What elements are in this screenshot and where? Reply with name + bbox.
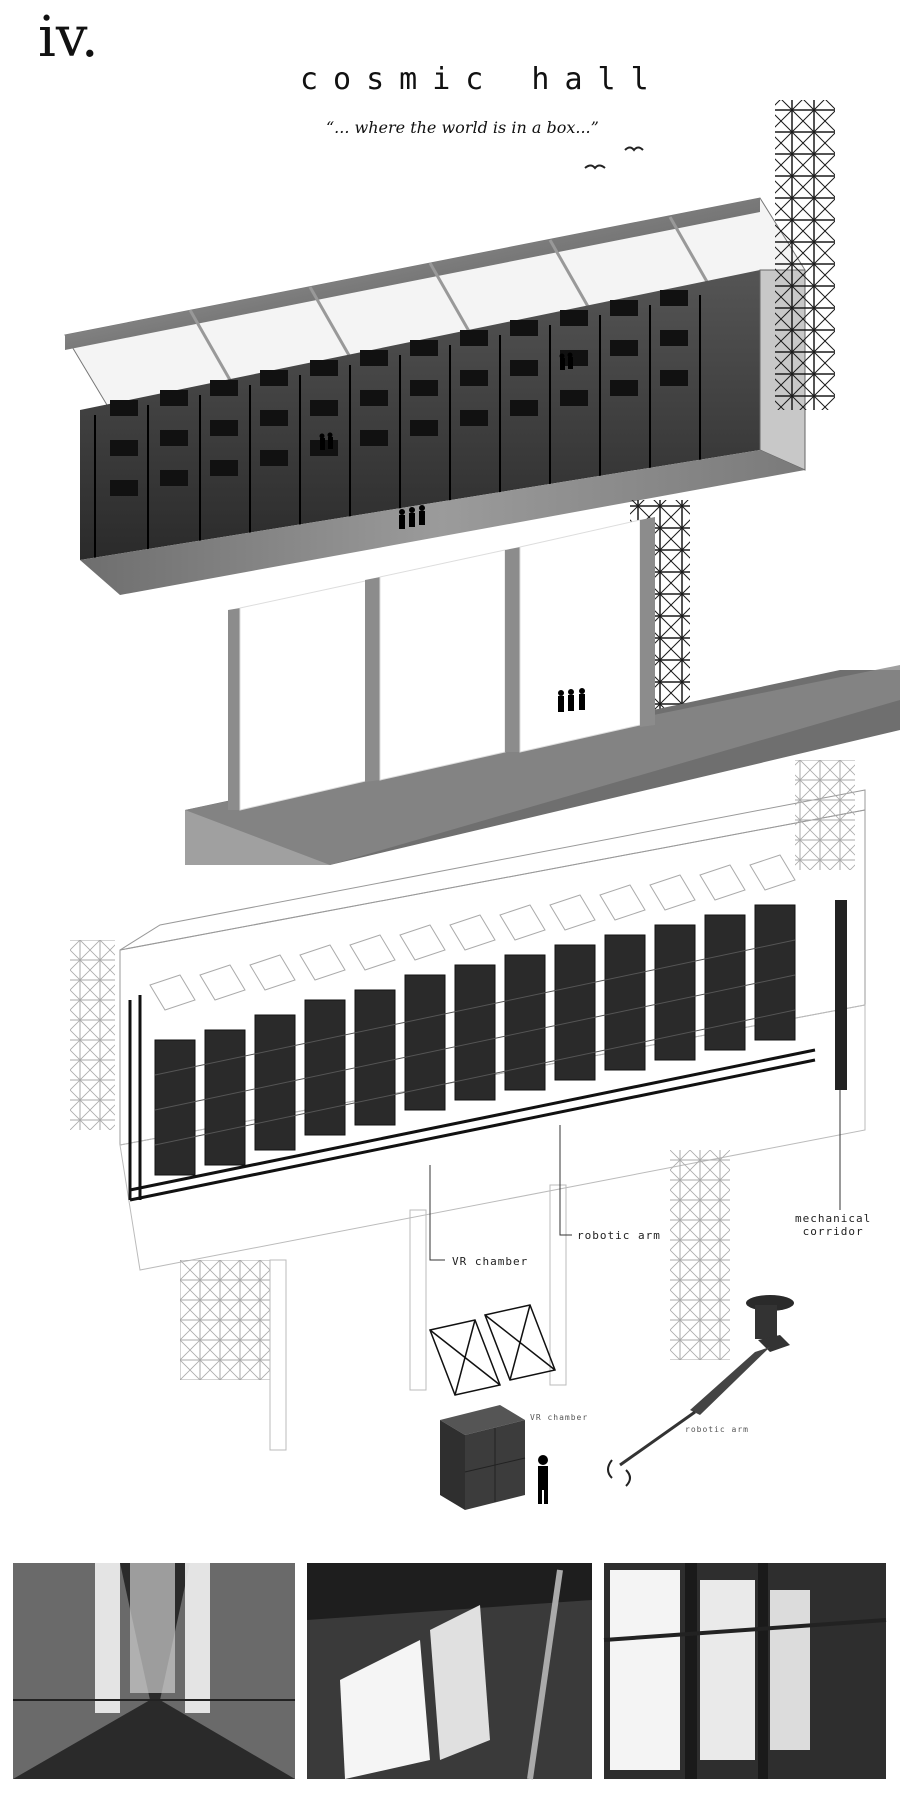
bird-icon — [624, 146, 644, 152]
label-robotic-arm: robotic arm — [577, 1229, 661, 1242]
lower-level-render — [185, 517, 900, 865]
scaffold-tower — [775, 100, 835, 410]
robotic-arm-icon — [607, 1295, 794, 1487]
label-vr-chamber: VR chamber — [452, 1255, 529, 1268]
label-robotic-arm-component: robotic arm — [685, 1425, 749, 1434]
bird-icon — [584, 164, 606, 170]
quote-subtitle: “... where the world is in a box...” — [326, 118, 599, 137]
exploded-axonometric — [70, 760, 866, 1451]
render-photo-middle — [307, 1563, 592, 1780]
render-photo-left — [13, 1563, 295, 1779]
person-figure — [538, 1455, 548, 1504]
components — [428, 1295, 794, 1510]
label-mechanical-corridor: mechanical corridor — [795, 1212, 872, 1238]
section-numeral: iv. — [38, 5, 99, 70]
render-photo-right — [603, 1563, 887, 1779]
label-vr-chamber-component: VR chamber — [530, 1413, 589, 1422]
page-title: cosmic hall — [300, 62, 664, 97]
upper-hall — [64, 197, 806, 595]
